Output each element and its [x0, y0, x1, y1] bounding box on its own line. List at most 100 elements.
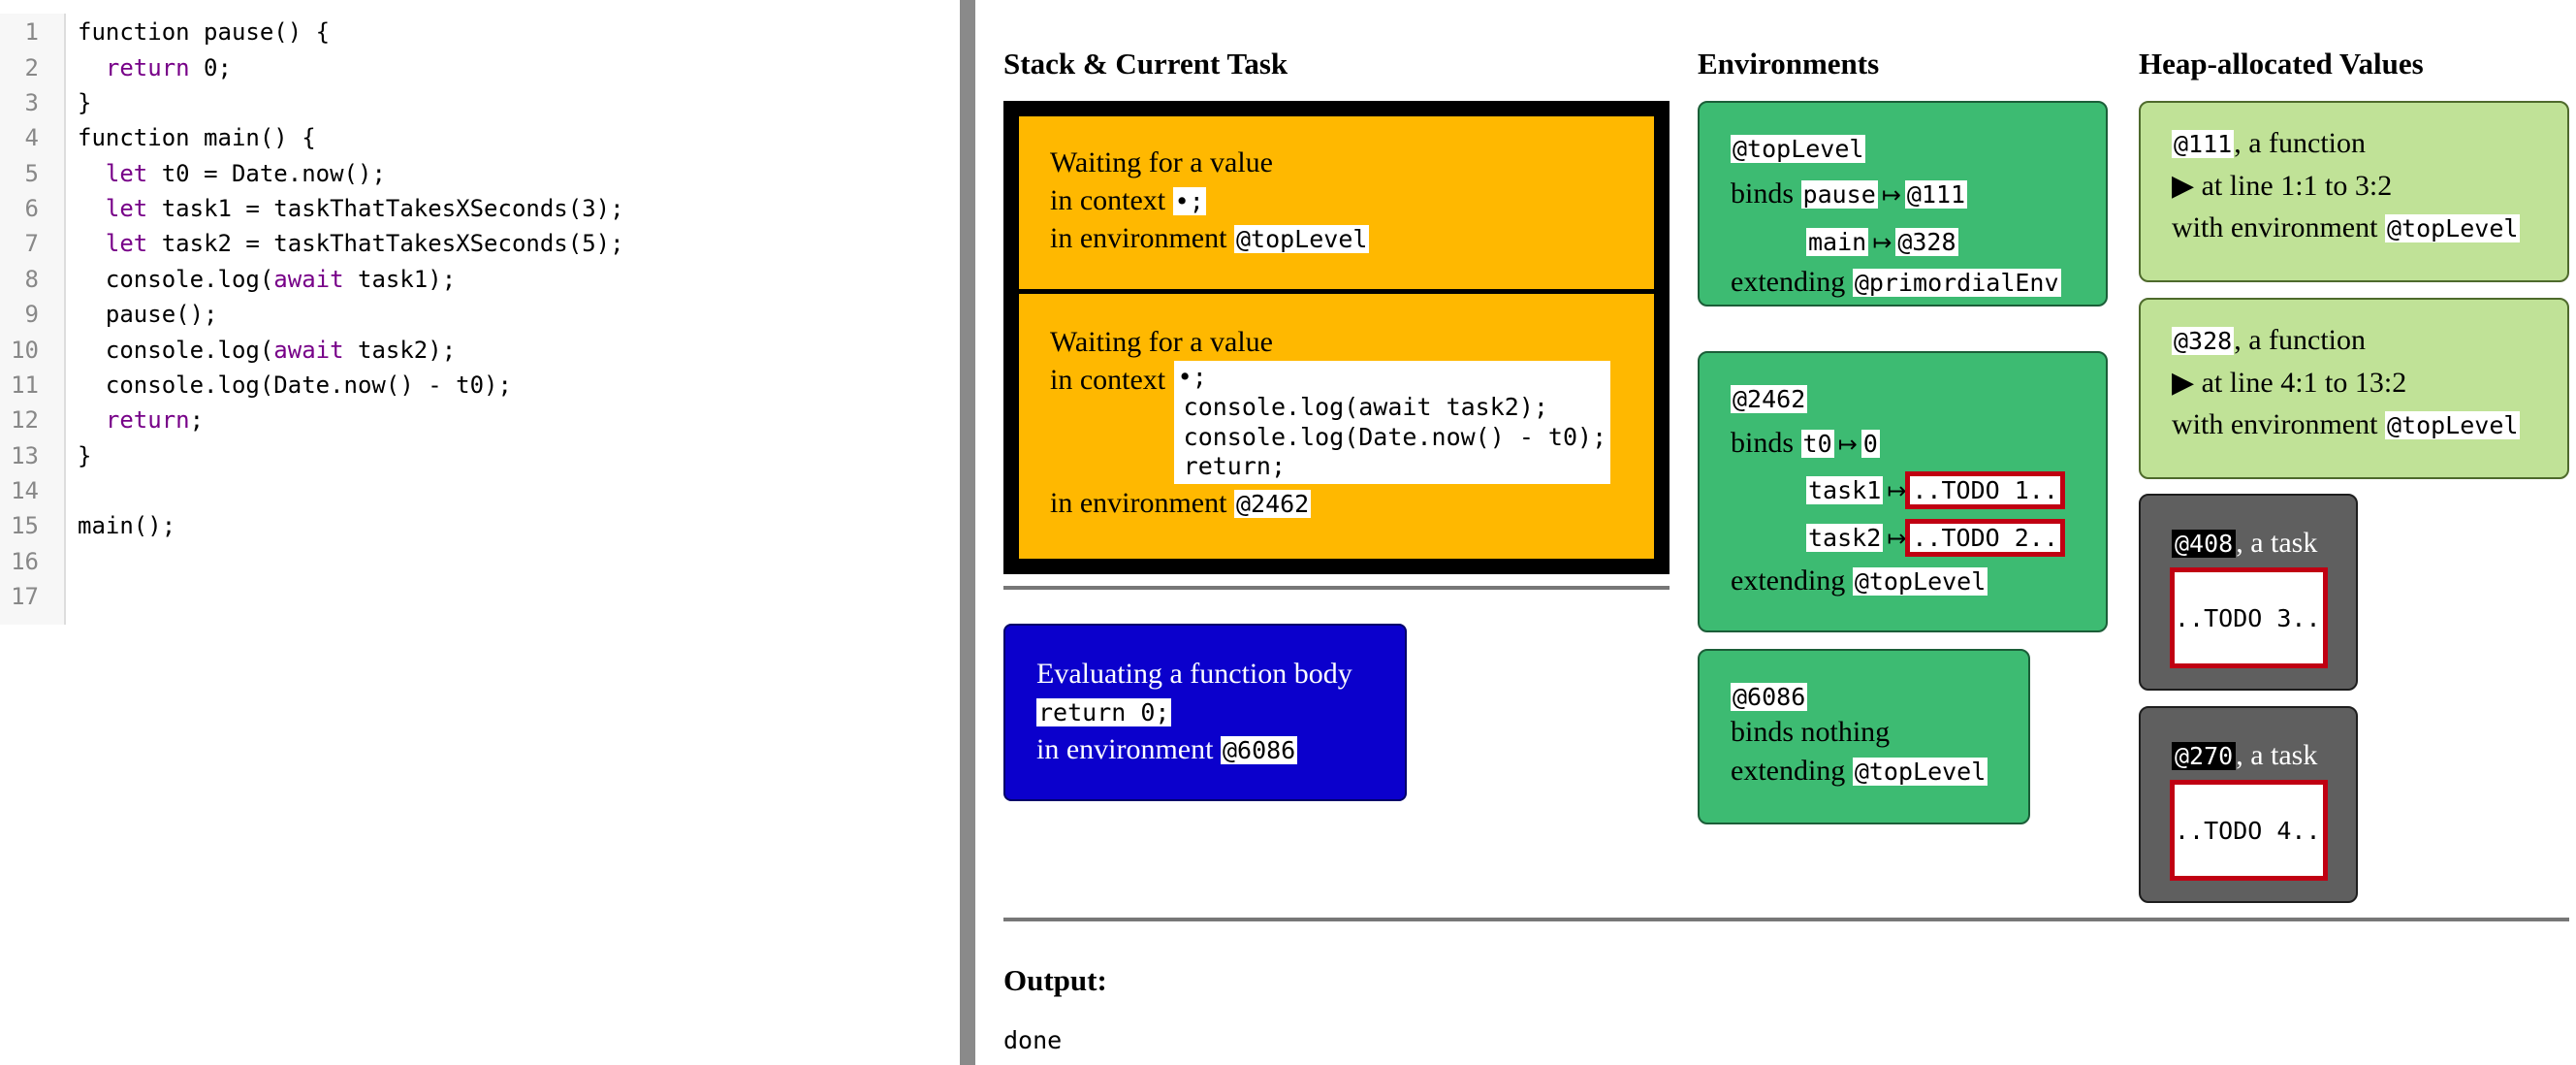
- parent-environment: @primordialEnv: [1852, 269, 2061, 297]
- heap-kind: , a function: [2234, 127, 2367, 159]
- stack-frame-waiting: Waiting for a value in context •; consol…: [1019, 294, 1654, 559]
- code-line[interactable]: }: [78, 89, 92, 116]
- heap-id: @111: [2172, 130, 2235, 158]
- line-number: 17: [11, 583, 39, 610]
- code-line[interactable]: console.log(await task1);: [78, 266, 457, 293]
- code-line[interactable]: let task1 = taskThatTakesXSeconds(3);: [105, 195, 624, 222]
- heap-function-328: @328, a function ▶ at line 4:1 to 13:2 w…: [2139, 298, 2569, 479]
- pane-resize-handle[interactable]: [960, 0, 975, 1065]
- extending-label: extending: [1731, 565, 1846, 597]
- task-environment: in environment @6086: [1036, 733, 1298, 765]
- stack-separator: [1003, 586, 1670, 590]
- heap-id: @408: [2172, 530, 2237, 558]
- todo-value: ..TODO 3..: [2170, 567, 2328, 668]
- heap-kind: , a function: [2234, 324, 2367, 356]
- stack-frame-waiting: Waiting for a value in context •; in env…: [1019, 116, 1654, 289]
- heap-task-270: @270, a task ..TODO 4..: [2139, 706, 2358, 903]
- environment-toplevel: @topLevel binds pause↦@111 main↦@328 ext…: [1698, 101, 2108, 307]
- environment-id: @6086: [1731, 683, 1808, 711]
- code-line[interactable]: main();: [78, 512, 176, 539]
- frame-environment: in environment @2462: [1050, 487, 1312, 519]
- current-task: Evaluating a function body return 0; in …: [1003, 624, 1407, 801]
- code-line[interactable]: [78, 477, 91, 504]
- code-line[interactable]: return 0;: [105, 54, 232, 81]
- env-label: with environment: [2172, 211, 2378, 243]
- heap-function-111: @111, a function ▶ at line 1:1 to 3:2 wi…: [2139, 101, 2569, 282]
- context-code: •;: [1172, 187, 1206, 215]
- environment-ref: @topLevel: [1233, 225, 1370, 253]
- code-line[interactable]: console.log(Date.now() - t0);: [78, 371, 512, 399]
- output-separator: [1003, 918, 2569, 921]
- binding-name: t0: [1800, 430, 1834, 458]
- frame-title: Waiting for a value: [1050, 326, 1273, 358]
- stack-container: Waiting for a value in context •; in env…: [1003, 101, 1670, 574]
- environment-id: @topLevel: [1731, 135, 1866, 163]
- code-line[interactable]: let task2 = taskThatTakesXSeconds(5);: [105, 230, 624, 257]
- environment-ref: @2462: [1233, 490, 1312, 518]
- binding-name: task1: [1806, 476, 1884, 504]
- environment-id: @2462: [1731, 385, 1808, 413]
- line-number: 16: [11, 548, 39, 575]
- frame-context: in context •; console.log(await task2); …: [1050, 361, 1654, 484]
- output-heading: Output:: [1003, 963, 1107, 997]
- line-number: 8: [24, 266, 39, 293]
- environment-2462: @2462 binds t0↦0 task1↦..TODO 1.. task2↦…: [1698, 351, 2108, 632]
- todo-value: ..TODO 4..: [2170, 780, 2328, 881]
- line-number: 13: [11, 442, 39, 469]
- code-line[interactable]: return;: [105, 406, 205, 434]
- line-number-gutter: 1 2 3 4 5 6 7 8 9 10 11 12 13 14 15 16 1…: [0, 14, 66, 625]
- frame-title: Waiting for a value: [1050, 146, 1273, 178]
- heap-heading: Heap-allocated Values: [2139, 47, 2424, 81]
- line-number: 5: [24, 160, 39, 187]
- code-line[interactable]: pause();: [78, 301, 218, 328]
- heap-task-408: @408, a task ..TODO 3..: [2139, 494, 2358, 691]
- binding-name: pause: [1800, 180, 1878, 209]
- binding-value: 0: [1860, 430, 1880, 458]
- binding-value: @328: [1895, 228, 1958, 256]
- binds-nothing: binds nothing: [1731, 716, 1891, 748]
- line-number: 12: [11, 406, 39, 434]
- code-line[interactable]: console.log(await task2);: [78, 337, 457, 364]
- env-label: with environment: [2172, 408, 2378, 440]
- context-code: •; console.log(await task2); console.log…: [1173, 361, 1611, 484]
- parent-environment: @topLevel: [1852, 758, 1988, 786]
- binding-value: @111: [1904, 180, 1968, 209]
- binds-label: binds: [1731, 427, 1795, 459]
- line-number: 7: [24, 230, 39, 257]
- code-editor[interactable]: 1 2 3 4 5 6 7 8 9 10 11 12 13 14 15 16 1…: [0, 0, 960, 1065]
- frame-context: in context •;: [1050, 184, 1206, 216]
- code-line[interactable]: function pause() {: [78, 18, 331, 46]
- heap-id: @328: [2172, 327, 2235, 355]
- line-number: 6: [24, 195, 39, 222]
- environment-ref: @topLevel: [2384, 214, 2521, 242]
- code-line[interactable]: }: [78, 442, 92, 469]
- task-code: return 0;: [1036, 698, 1172, 726]
- parent-environment: @topLevel: [1852, 567, 1988, 596]
- code-line[interactable]: let t0 = Date.now();: [105, 160, 386, 187]
- line-number: 4: [24, 124, 39, 151]
- code-line[interactable]: function main() {: [78, 124, 316, 151]
- extending-label: extending: [1731, 266, 1846, 298]
- line-number: 14: [11, 477, 39, 504]
- binding-name: task2: [1806, 524, 1884, 552]
- todo-value: ..TODO 2..: [1905, 519, 2065, 557]
- extending-label: extending: [1731, 755, 1846, 787]
- todo-value: ..TODO 1..: [1905, 471, 2065, 509]
- line-number: 1: [24, 18, 39, 46]
- function-location[interactable]: ▶ at line 1:1 to 3:2: [2172, 169, 2393, 202]
- line-number: 3: [24, 89, 39, 116]
- frame-environment: in environment @topLevel: [1050, 222, 1370, 254]
- environments-heading: Environments: [1698, 47, 1880, 81]
- line-number: 10: [11, 337, 39, 364]
- heap-id: @270: [2172, 742, 2237, 770]
- stack-heading: Stack & Current Task: [1003, 47, 1288, 81]
- task-title: Evaluating a function body: [1036, 658, 1352, 690]
- line-number: 2: [24, 54, 39, 81]
- heap-kind: , a task: [2236, 527, 2318, 559]
- binds-label: binds: [1731, 178, 1795, 210]
- line-number: 9: [24, 301, 39, 328]
- line-number: 15: [11, 512, 39, 539]
- heap-kind: , a task: [2236, 739, 2318, 771]
- environment-6086: @6086 binds nothing extending @topLevel: [1698, 649, 2030, 824]
- function-location[interactable]: ▶ at line 4:1 to 13:2: [2172, 366, 2407, 399]
